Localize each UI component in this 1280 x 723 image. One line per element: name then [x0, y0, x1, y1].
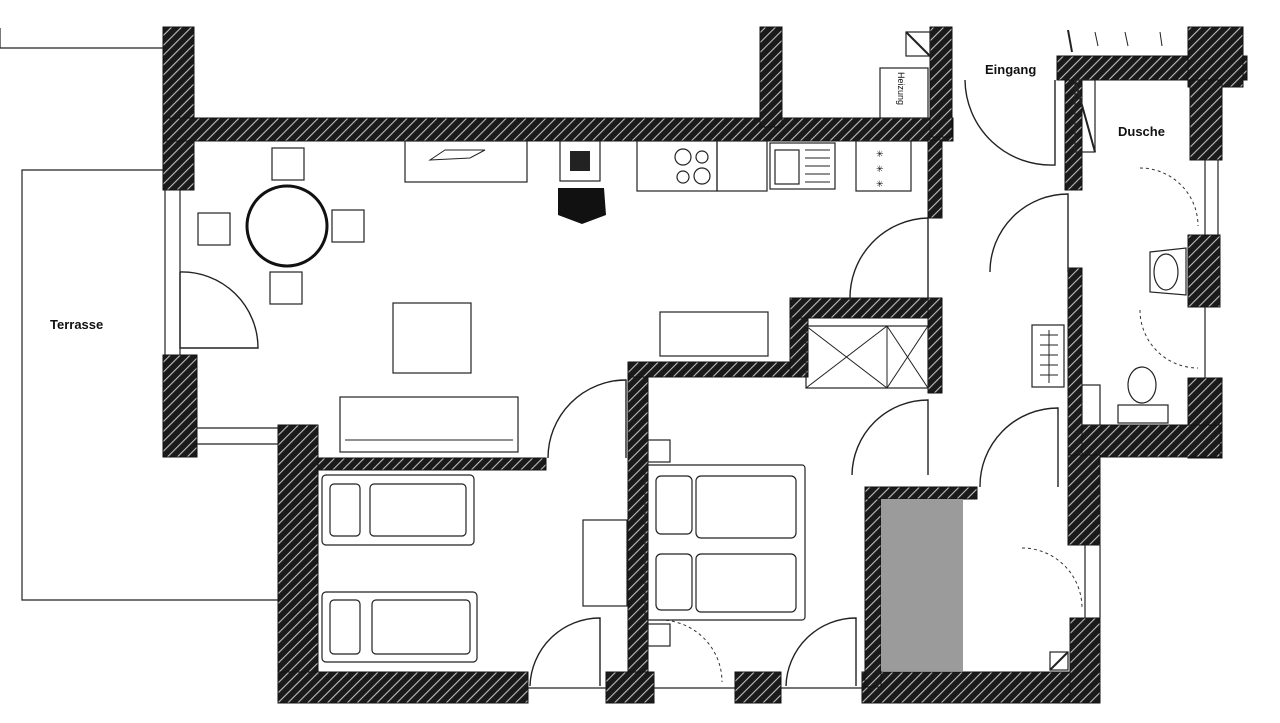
windows [164, 160, 1219, 689]
door-swings-dashed [659, 167, 1199, 683]
heating-unit: Heizung [879, 31, 931, 119]
shower-label: Dusche [1118, 124, 1165, 139]
doors [179, 79, 1069, 687]
svg-text:✳: ✳ [876, 164, 884, 174]
bedroom2-bed [644, 439, 806, 647]
kitchen-counter: ✳ ✳ ✳ [404, 140, 912, 224]
stairs-hint [1067, 29, 1163, 53]
svg-text:✳: ✳ [876, 179, 884, 189]
wardrobe [805, 325, 929, 389]
terrace-label: Terrasse [50, 317, 103, 332]
bedroom1-beds [321, 474, 628, 663]
dining-table [197, 147, 365, 305]
walls [162, 26, 1248, 704]
svg-text:✳: ✳ [876, 149, 884, 159]
heating-label: Heizung [896, 72, 906, 105]
bathroom-fixtures [1031, 79, 1187, 671]
storage-room [881, 499, 963, 671]
entrance-label: Eingang [985, 62, 1036, 77]
terrace-area [0, 28, 290, 601]
living-furniture [339, 302, 769, 453]
